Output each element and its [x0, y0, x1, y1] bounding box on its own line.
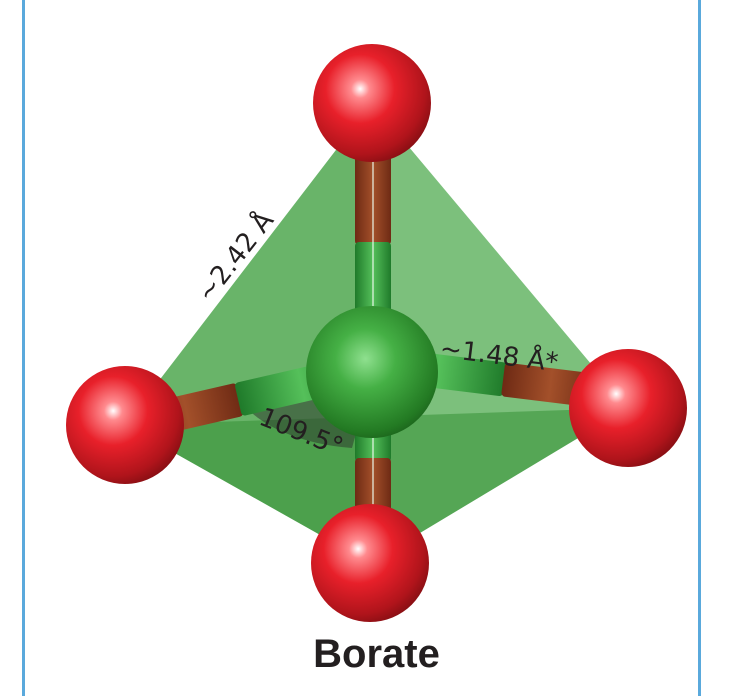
boron-atom — [306, 306, 438, 438]
oxygen-atom-left — [66, 366, 184, 484]
figure-caption: Borate — [313, 632, 440, 676]
oxygen-atom-top — [313, 44, 431, 162]
oxygen-atom-bottom — [311, 504, 429, 622]
oxygen-atom-right — [569, 349, 687, 467]
oxygen-atoms — [66, 44, 687, 622]
panel-border — [22, 0, 701, 696]
